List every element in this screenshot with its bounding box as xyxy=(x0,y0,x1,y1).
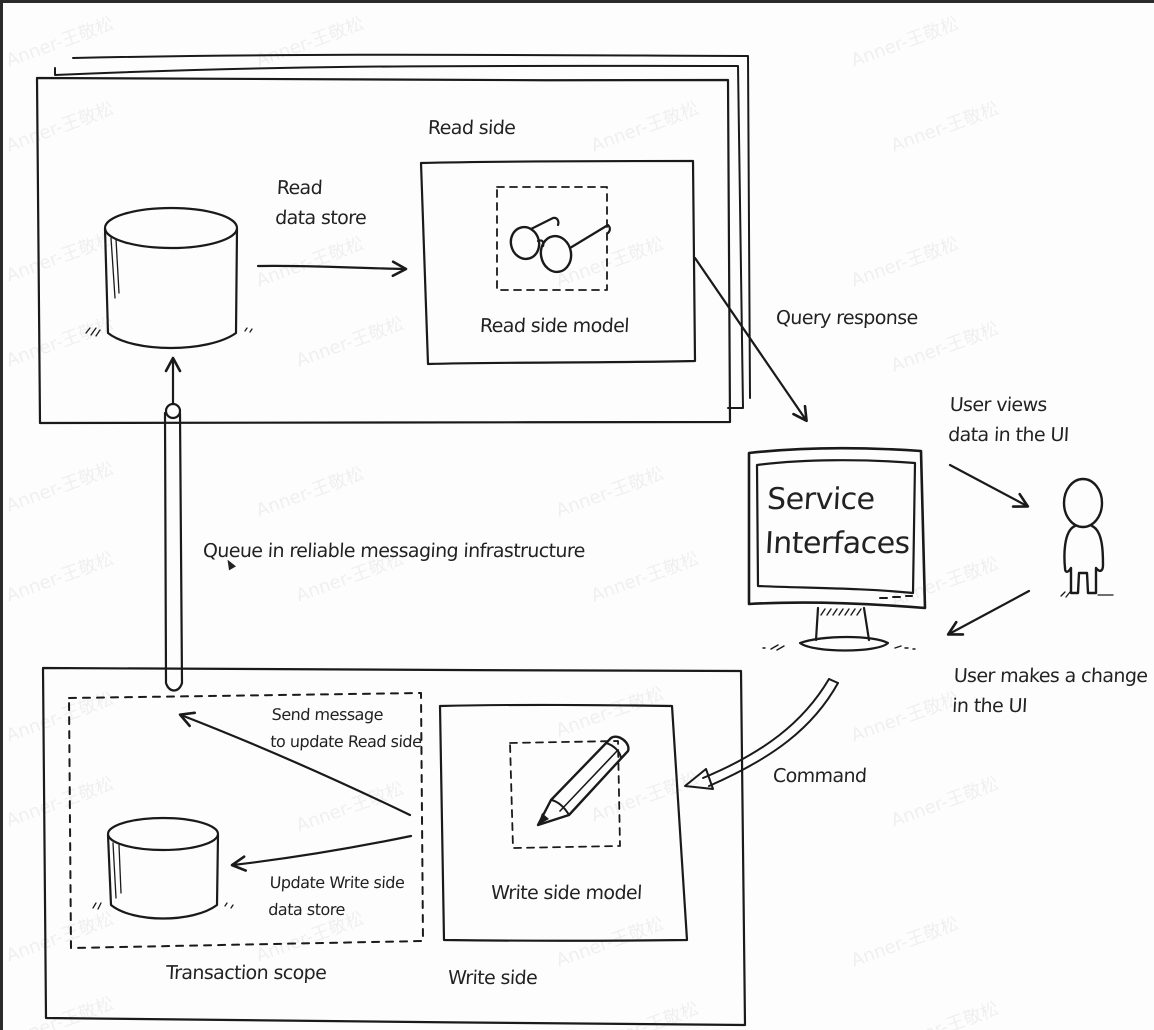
user-change-label: User makes a change in the UI xyxy=(951,665,1149,717)
person-icon xyxy=(1060,477,1114,598)
read-side-label: Read side xyxy=(427,117,516,139)
read-side-model-label: Read side model xyxy=(479,315,630,337)
read-data-store-icon xyxy=(85,206,253,350)
pencil-icon xyxy=(536,735,630,827)
command-label: Command xyxy=(772,765,868,787)
diagram-svg xyxy=(35,53,1114,1027)
write-data-store-icon xyxy=(92,816,234,920)
read-data-store-label: Read data store xyxy=(274,177,367,229)
query-response-label: Query response xyxy=(775,307,919,329)
queue-pipe xyxy=(163,356,184,692)
read-side-back-page xyxy=(72,53,751,399)
arrow-command xyxy=(684,678,839,790)
read-side-container xyxy=(35,53,751,425)
diagram-canvas: Anner-王敬松 Anner-王敬松 Anner-王敬松 Anner-王敬松 … xyxy=(3,3,1154,1030)
arrow-update-write-store xyxy=(230,834,413,872)
read-side-front-page xyxy=(35,76,732,425)
read-side-middle-page xyxy=(54,64,744,409)
write-side-label: Write side xyxy=(447,967,538,989)
arrow-query-response xyxy=(693,256,808,423)
write-side-model-label: Write side model xyxy=(490,882,643,904)
arrow-send-message xyxy=(178,711,412,817)
update-write-store-label: Update Write side data store xyxy=(267,873,405,919)
write-side-container xyxy=(41,666,747,1027)
monitor-icon xyxy=(747,446,927,652)
write-side-model-box xyxy=(438,703,689,942)
arrow-user-views xyxy=(948,463,1030,508)
transaction-scope-box xyxy=(68,692,424,949)
transaction-scope-label: Transaction scope xyxy=(165,962,327,984)
service-interfaces-label: Service Interfaces xyxy=(763,482,911,561)
glasses-icon xyxy=(509,216,611,274)
read-side-model-box xyxy=(419,159,697,366)
arrow-read-store-to-model xyxy=(256,260,408,278)
arrow-user-change xyxy=(946,589,1031,636)
queue-label: Queue in reliable messaging infrastructu… xyxy=(202,540,586,562)
send-message-label: Send message to update Read side xyxy=(269,705,422,751)
user-views-label: User views data in the UI xyxy=(947,394,1070,446)
